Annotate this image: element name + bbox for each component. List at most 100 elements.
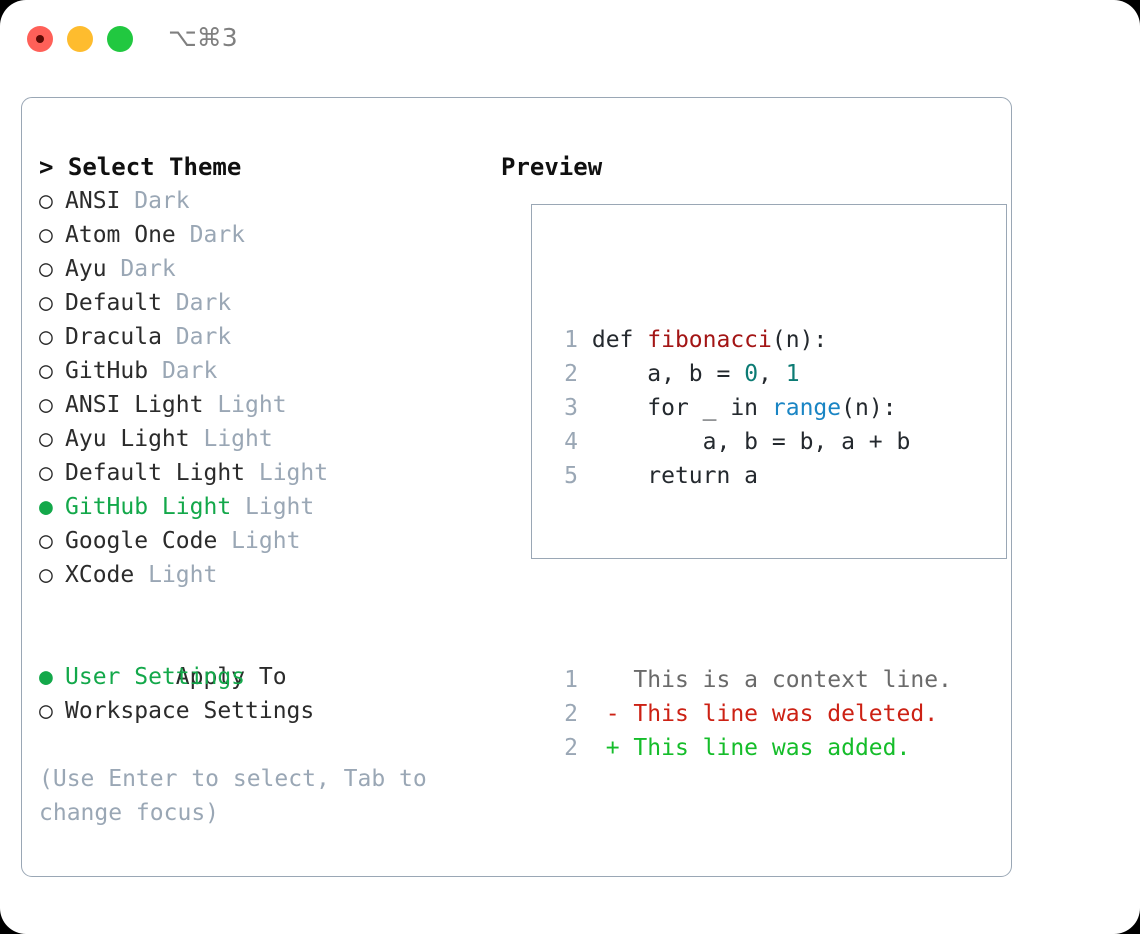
- radio-selected-icon[interactable]: ●: [39, 664, 53, 690]
- theme-name: XCode: [65, 562, 135, 588]
- code-line: 4 a, b = b, a + b: [552, 425, 952, 459]
- radio-unselected-icon[interactable]: ○: [39, 188, 53, 214]
- theme-name: Ayu: [65, 256, 107, 282]
- code-token: for _ in: [591, 395, 772, 421]
- theme-name: GitHub Light: [65, 494, 232, 520]
- traffic-lights: [27, 26, 133, 52]
- code-token: ,: [758, 361, 786, 387]
- line-number: 2: [564, 361, 578, 387]
- list-spacer: [39, 592, 479, 626]
- code-token: a, b = b, a + b: [591, 429, 911, 455]
- theme-list-item[interactable]: ○ Google Code Light: [39, 524, 479, 558]
- code-line: 1 def fibonacci(n):: [552, 323, 952, 357]
- diff-text: This is a context line.: [633, 667, 952, 693]
- radio-unselected-icon[interactable]: ○: [39, 698, 53, 724]
- code-diff-separator: [552, 561, 952, 595]
- theme-name: ANSI Light: [65, 392, 204, 418]
- apply-to-heading-row: ○Apply To: [39, 626, 479, 690]
- theme-variant-badge: Dark: [161, 290, 232, 316]
- radio-unselected-icon[interactable]: ○: [39, 392, 53, 418]
- apply-to-label: Workspace Settings: [65, 698, 315, 724]
- theme-list-item[interactable]: ○ Ayu Dark: [39, 252, 479, 286]
- theme-list-item[interactable]: ○ XCode Light: [39, 558, 479, 592]
- code-line: 5 return a: [552, 459, 952, 493]
- preview-heading: Preview: [501, 153, 603, 181]
- diff-text: This line was added.: [633, 735, 911, 761]
- code-token: fibonacci: [647, 327, 772, 353]
- theme-variant-badge: Light: [203, 392, 287, 418]
- code-token: 0: [744, 361, 759, 387]
- theme-variant-badge: Light: [231, 494, 315, 520]
- select-theme-heading: > Select Theme: [39, 153, 242, 181]
- line-number: 2: [564, 735, 578, 761]
- line-number: 4: [564, 429, 578, 455]
- main-panel: > Select Theme ○ANSI Dark○Atom One Dark○…: [21, 97, 1012, 877]
- apply-to-list[interactable]: ● User Settings ○ Workspace Settings: [39, 660, 479, 728]
- code-token: 1: [785, 361, 800, 387]
- radio-unselected-icon[interactable]: ○: [39, 426, 53, 452]
- radio-unselected-icon[interactable]: ○: [39, 460, 53, 486]
- theme-list-item[interactable]: ○Atom One Dark: [39, 218, 479, 252]
- keyboard-shortcut-label: ⌥⌘3: [168, 23, 238, 52]
- theme-name: Google Code: [65, 528, 218, 554]
- theme-list-item[interactable]: ○ Dracula Dark: [39, 320, 479, 354]
- theme-variant-badge: Dark: [175, 222, 246, 248]
- diff-line: 2 + This line was added.: [552, 731, 952, 765]
- maximize-button[interactable]: [107, 26, 133, 52]
- keyboard-hint: (Use Enter to select, Tab to change focu…: [39, 766, 427, 826]
- diff-line: 1 This is a context line.: [552, 663, 952, 697]
- theme-list[interactable]: ○ANSI Dark○Atom One Dark○Ayu Dark○Defaul…: [39, 184, 479, 592]
- apply-to-heading: Apply To: [175, 664, 287, 690]
- code-token: return a: [591, 463, 759, 489]
- diff-sample: 1 This is a context line.2 - This line w…: [552, 663, 952, 765]
- radio-unselected-icon[interactable]: ○: [39, 528, 53, 554]
- theme-name: Default: [65, 290, 162, 316]
- theme-variant-badge: Dark: [161, 324, 232, 350]
- theme-variant-badge: Dark: [148, 358, 218, 384]
- apply-to-item[interactable]: ● User Settings: [39, 660, 479, 694]
- radio-unselected-icon[interactable]: ○: [39, 358, 53, 384]
- radio-unselected-icon[interactable]: ○: [39, 324, 53, 350]
- theme-list-item[interactable]: ● GitHub Light Light: [39, 490, 479, 524]
- theme-variant-badge: Light: [217, 528, 301, 554]
- diff-sign: +: [605, 735, 634, 761]
- radio-unselected-icon[interactable]: ○: [39, 256, 53, 282]
- theme-list-item[interactable]: ○ ANSI Light Light: [39, 388, 479, 422]
- code-token: (n):: [841, 395, 897, 421]
- diff-sign: -: [605, 701, 634, 727]
- close-button[interactable]: [27, 26, 53, 52]
- code-line: 2 a, b = 0, 1: [552, 357, 952, 391]
- theme-name: Ayu Light: [65, 426, 190, 452]
- theme-list-item[interactable]: ○ANSI Dark: [39, 184, 479, 218]
- theme-selection-column: > Select Theme ○ANSI Dark○Atom One Dark○…: [39, 150, 479, 830]
- theme-variant-badge: Light: [134, 562, 218, 588]
- radio-unselected-icon[interactable]: ○: [39, 562, 53, 588]
- code-token: a, b =: [591, 361, 745, 387]
- code-token: (n):: [771, 327, 828, 353]
- radio-selected-icon[interactable]: ●: [39, 494, 53, 520]
- minimize-button[interactable]: [67, 26, 93, 52]
- apply-to-label: User Settings: [65, 664, 246, 690]
- diff-line: 2 - This line was deleted.: [552, 697, 952, 731]
- line-number: 5: [564, 463, 578, 489]
- theme-variant-badge: Dark: [120, 188, 190, 214]
- code-line: 3 for _ in range(n):: [552, 391, 952, 425]
- theme-list-item[interactable]: ○Default Light Light: [39, 456, 479, 490]
- theme-variant-badge: Dark: [106, 256, 176, 282]
- theme-list-item[interactable]: ○Ayu Light Light: [39, 422, 479, 456]
- apply-to-item[interactable]: ○ Workspace Settings: [39, 694, 479, 728]
- theme-list-item[interactable]: ○ Default Dark: [39, 286, 479, 320]
- diff-text: This line was deleted.: [633, 701, 939, 727]
- theme-name: Dracula: [65, 324, 162, 350]
- diff-sign: [606, 667, 634, 693]
- line-number: 2: [564, 701, 578, 727]
- preview-column: Preview 1 def fibonacci(n):2 a, b = 0, 1…: [501, 150, 1007, 761]
- line-number: 3: [564, 395, 578, 421]
- radio-unselected-icon[interactable]: ○: [39, 222, 53, 248]
- title-bar: ⌥⌘3: [0, 0, 1140, 78]
- radio-unselected-icon[interactable]: ○: [39, 290, 53, 316]
- theme-list-item[interactable]: ○GitHub Dark: [39, 354, 479, 388]
- code-token: def: [591, 327, 648, 353]
